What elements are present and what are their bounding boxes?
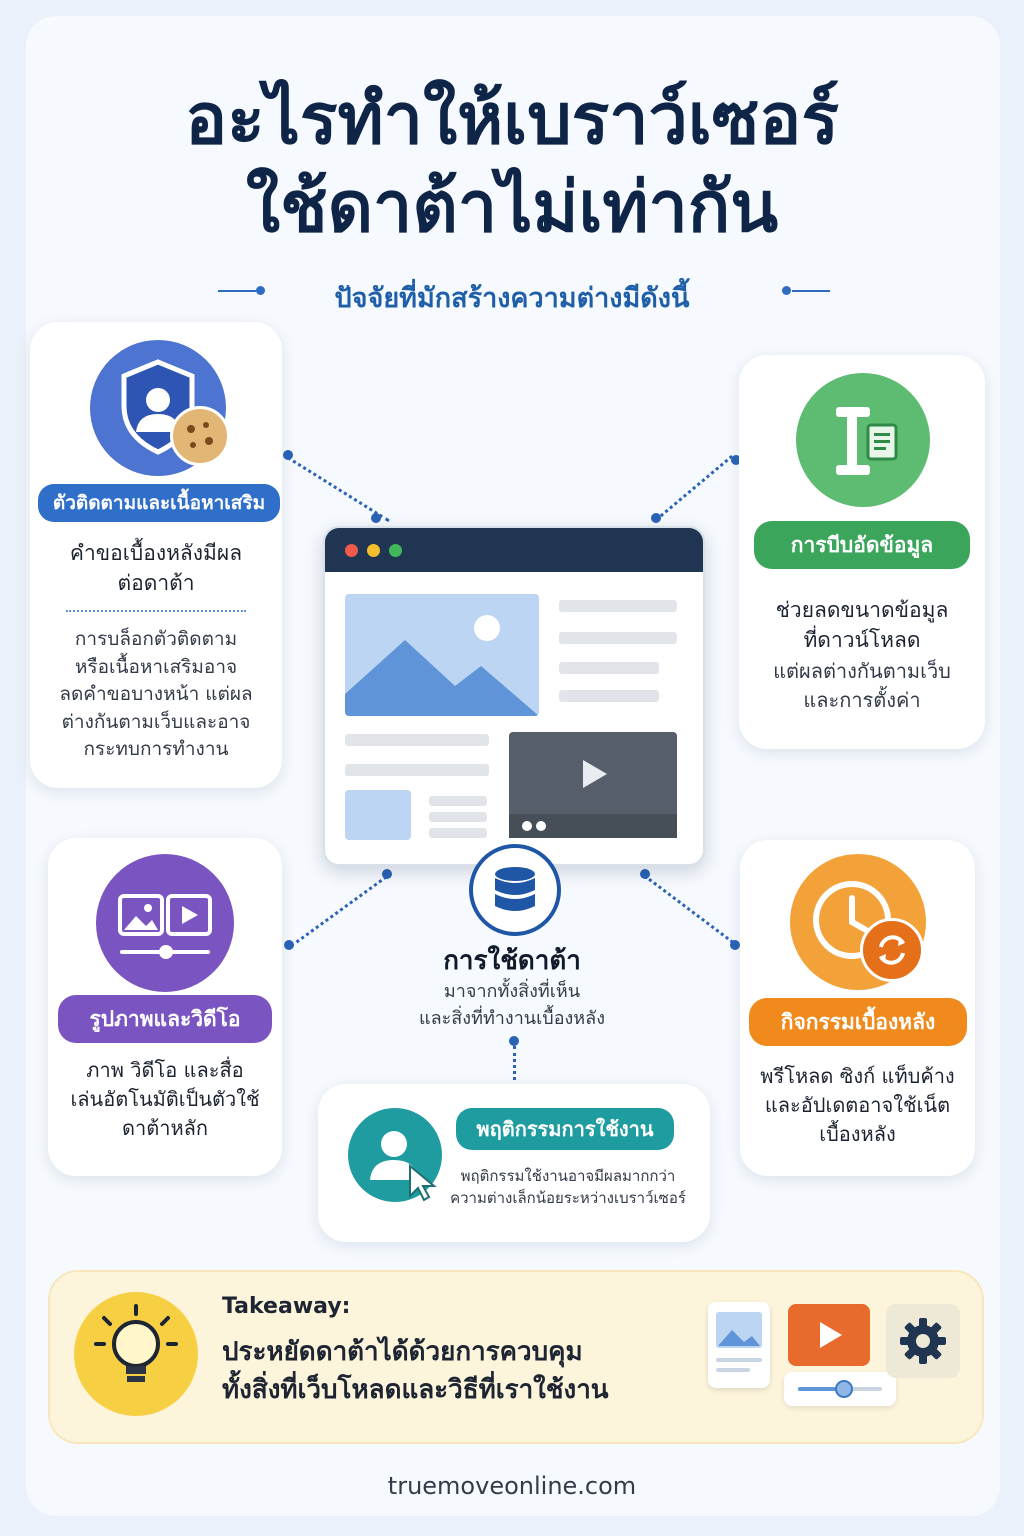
image-card-icon	[708, 1302, 770, 1388]
text-line	[345, 734, 489, 746]
connector-dot	[730, 940, 740, 950]
card-media-body: ภาพ วิดีโอ และสื่อ เล่นอัตโนมัติเป็นตัวใ…	[70, 1058, 260, 1140]
card-trackers-label: ตัวติดตามและเนื้อหาเสริม	[38, 484, 280, 522]
card-background-label: กิจกรรมเบื้องหลัง	[749, 998, 967, 1046]
center-title: การใช้ดาต้า	[443, 946, 581, 976]
text-line	[429, 796, 487, 806]
window-dot-red	[345, 544, 358, 557]
gear-icon	[886, 1304, 960, 1378]
user-cursor-icon	[348, 1108, 442, 1202]
connector-dot	[731, 455, 741, 465]
card-media-label: รูปภาพและวิดีโอ	[58, 995, 272, 1043]
lightbulb-icon	[74, 1292, 198, 1416]
center-body: มาจากทั้งสิ่งที่เห็น และสิ่งที่ทำงานเบื้…	[419, 981, 605, 1029]
card-background-body: พรีโหลด ซิงก์ แท็บค้าง และอัปเดตอาจใช้เน…	[760, 1064, 955, 1146]
subtitle-line-right	[792, 290, 830, 292]
connector-dot	[640, 869, 650, 879]
page-title-line1: อะไรทำให้เบราว์เซอร์	[185, 78, 839, 160]
subtitle: ปัจจัยที่มักสร้างความต่างมีดังนี้	[334, 283, 690, 314]
subtitle-dot-left	[256, 286, 265, 295]
thumbnail-placeholder	[345, 790, 411, 840]
card-behavior-body: พฤติกรรมใช้งานอาจมีผลมากกว่า ความต่างเล็…	[450, 1167, 686, 1207]
page-title-line2: ใช้ดาต้าไม่เท่ากัน	[245, 166, 779, 248]
card-compression-heading: ช่วยลดขนาดข้อมูล ที่ดาวน์โหลด	[775, 598, 949, 653]
cookie-icon	[170, 406, 230, 466]
play-icon	[509, 760, 677, 838]
media-icon	[96, 854, 234, 992]
video-icon	[788, 1304, 870, 1366]
connector-dot	[371, 513, 381, 523]
text-line	[345, 764, 489, 776]
connector-dot	[651, 513, 661, 523]
card-trackers: ตัวติดตามและเนื้อหาเสริม คำขอเบื้องหลังม…	[30, 322, 282, 788]
shield-user-icon	[90, 340, 226, 476]
slider-icon	[784, 1372, 896, 1406]
text-line	[559, 600, 677, 612]
card-compression-label: การบีบอัดข้อมูล	[754, 521, 970, 569]
footer-website: truemoveonline.com	[387, 1472, 637, 1500]
subtitle-line-left	[218, 290, 256, 292]
text-line	[429, 828, 487, 838]
card-behavior: พฤติกรรมการใช้งาน พฤติกรรมใช้งานอาจมีผลม…	[318, 1084, 710, 1242]
video-icon	[166, 894, 212, 936]
image-placeholder	[345, 594, 539, 716]
refresh-icon	[860, 918, 924, 982]
card-trackers-body: การบล็อกตัวติดตาม หรือเนื้อหาเสริมอาจ ลด…	[59, 628, 253, 761]
browser-titlebar	[325, 528, 703, 572]
divider	[66, 610, 246, 612]
window-dot-yellow	[367, 544, 380, 557]
takeaway-text: ประหยัดดาต้าได้ด้วยการควบคุม ทั้งสิ่งที่…	[222, 1337, 609, 1405]
card-trackers-heading: คำขอเบื้องหลังมีผล ต่อดาต้า	[69, 541, 243, 596]
card-compression: การบีบอัดข้อมูล ช่วยลดขนาดข้อมูล ที่ดาวน…	[739, 355, 985, 749]
connector-dot	[509, 1036, 519, 1046]
takeaway-label: Takeaway:	[222, 1294, 351, 1319]
card-compression-body: แต่ผลต่างกันตามเว็บ และการตั้งค่า	[773, 659, 951, 712]
compress-icon	[796, 373, 930, 507]
image-icon	[118, 894, 164, 936]
takeaway-box: Takeaway: ประหยัดดาต้าได้ด้วยการควบคุม ท…	[48, 1270, 984, 1444]
browser-illustration	[323, 526, 705, 866]
connector-line	[513, 1046, 516, 1080]
text-line	[559, 632, 677, 644]
card-background: กิจกรรมเบื้องหลัง พรีโหลด ซิงก์ แท็บค้าง…	[740, 840, 975, 1176]
connector-dot	[382, 869, 392, 879]
database-icon	[469, 844, 561, 936]
text-line	[429, 812, 487, 822]
card-media: รูปภาพและวิดีโอ ภาพ วิดีโอ และสื่อ เล่นอ…	[48, 838, 282, 1176]
window-dot-green	[389, 544, 402, 557]
connector-dot	[284, 940, 294, 950]
video-placeholder	[509, 732, 677, 838]
text-line	[559, 690, 659, 702]
connector-dot	[283, 450, 293, 460]
text-line	[559, 662, 659, 674]
card-behavior-label: พฤติกรรมการใช้งาน	[456, 1108, 674, 1150]
subtitle-dot-right	[782, 286, 791, 295]
